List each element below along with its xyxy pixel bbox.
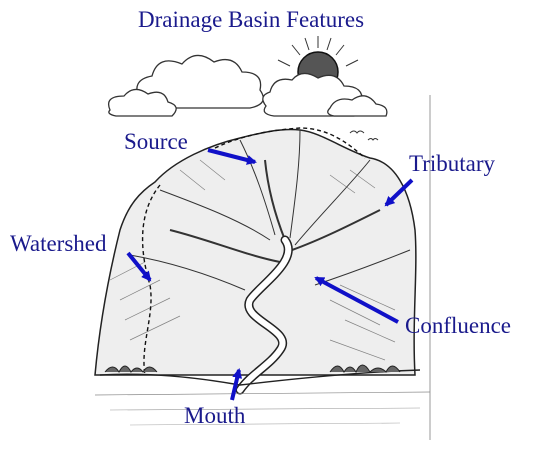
label-tributary: Tributary <box>409 152 495 175</box>
label-mouth: Mouth <box>184 404 245 427</box>
clouds <box>109 55 387 116</box>
label-confluence: Confluence <box>405 314 511 337</box>
diagram-title: Drainage Basin Features <box>138 8 364 31</box>
birds <box>350 131 378 140</box>
label-source: Source <box>124 130 188 153</box>
label-watershed: Watershed <box>10 232 107 255</box>
